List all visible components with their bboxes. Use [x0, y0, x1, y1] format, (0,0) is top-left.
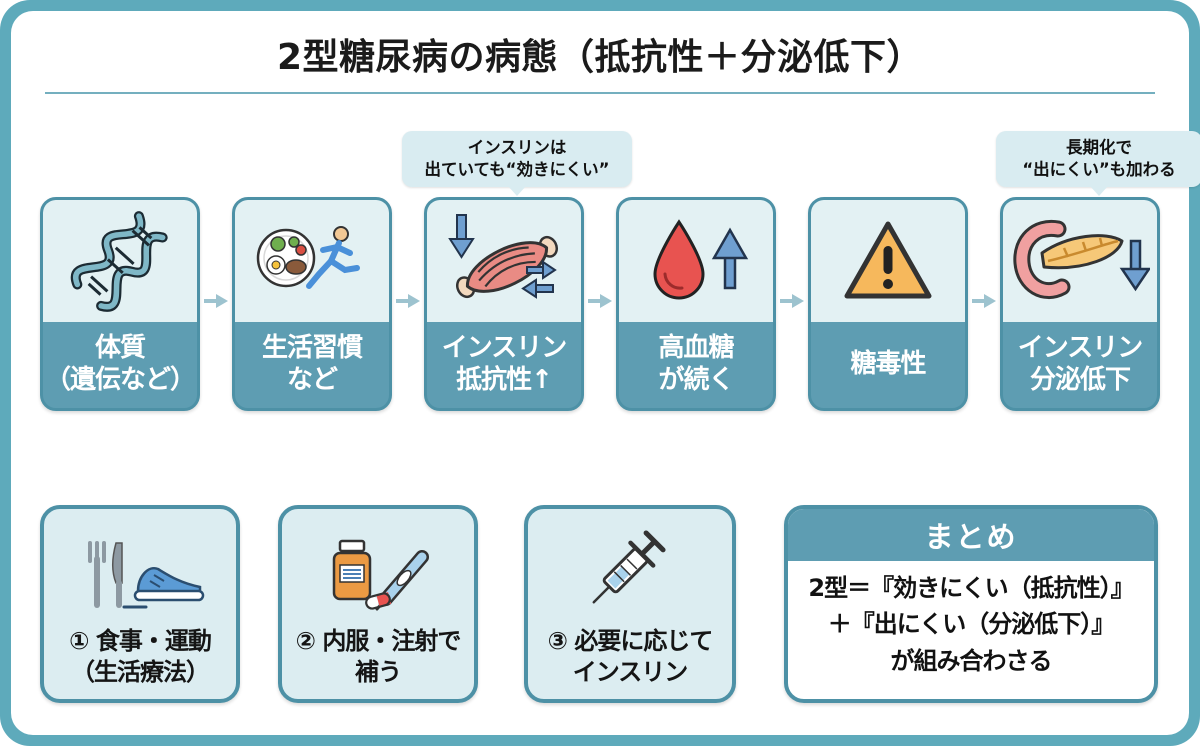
annotation-insulin-resistance: インスリンは 出ていても“効きにくい” — [402, 131, 632, 195]
flow-label-insulin-resistance: インスリン 抵抗性↑ — [441, 333, 567, 395]
dna-icon — [43, 200, 197, 322]
flow-arrow-4 — [780, 294, 804, 308]
diet-exercise-icon — [72, 509, 208, 615]
flow-arrow-1 — [204, 294, 228, 308]
treatment-label-diet-exercise: ① 食事・運動 （生活療法） — [69, 626, 212, 686]
treatment-box-insulin: ③ 必要に応じて インスリン — [524, 505, 736, 703]
annotation-secretion-decline: 長期化で “出にくい”も加わる — [996, 131, 1200, 195]
flow-label-secretion-decline: インスリン 分泌低下 — [1017, 333, 1143, 395]
summary-text: 2型＝『効きにくい（抵抗性）』 ＋『出にくい（分泌低下）』 が組み合わさる — [808, 574, 1134, 675]
flow-label-constitution: 体質 （遺伝など） — [44, 333, 196, 395]
flow-box-insulin-resistance: インスリン 抵抗性↑ — [424, 197, 584, 411]
flow-arrow-2 — [396, 294, 420, 308]
flow-label-lifestyle: 生活習慣 など — [261, 333, 363, 395]
medication-icon — [316, 509, 440, 615]
flow-box-hyperglycemia: 高血糖 が続く — [616, 197, 776, 411]
lifestyle-icon — [235, 200, 389, 322]
treatment-label-medication: ② 内服・注射で 補う — [295, 626, 462, 686]
summary-header: まとめ — [788, 509, 1154, 561]
flow-box-secretion-decline: インスリン 分泌低下 — [1000, 197, 1160, 411]
title-divider — [45, 92, 1155, 94]
flow-label-glucotoxicity: 糖毒性 — [850, 349, 926, 380]
page-title: 2型糖尿病の病態（抵抗性＋分泌低下） — [276, 37, 924, 78]
syringe-icon — [572, 509, 688, 615]
flow-arrow-3 — [588, 294, 612, 308]
flow-box-glucotoxicity: 糖毒性 — [808, 197, 968, 411]
blood-drop-icon — [619, 200, 773, 322]
treatment-label-insulin: ③ 必要に応じて インスリン — [547, 626, 714, 686]
treatment-box-medication: ② 内服・注射で 補う — [278, 505, 478, 703]
flow-box-constitution: 体質 （遺伝など） — [40, 197, 200, 411]
warning-icon — [811, 200, 965, 322]
summary-box: まとめ 2型＝『効きにくい（抵抗性）』 ＋『出にくい（分泌低下）』 が組み合わさ… — [784, 505, 1158, 703]
flow-label-hyperglycemia: 高血糖 が続く — [658, 333, 734, 395]
pancreas-icon — [1003, 200, 1157, 322]
flow-arrow-5 — [972, 294, 996, 308]
flow-box-lifestyle: 生活習慣 など — [232, 197, 392, 411]
treatment-box-diet-exercise: ① 食事・運動 （生活療法） — [40, 505, 240, 703]
muscle-icon — [427, 200, 581, 322]
